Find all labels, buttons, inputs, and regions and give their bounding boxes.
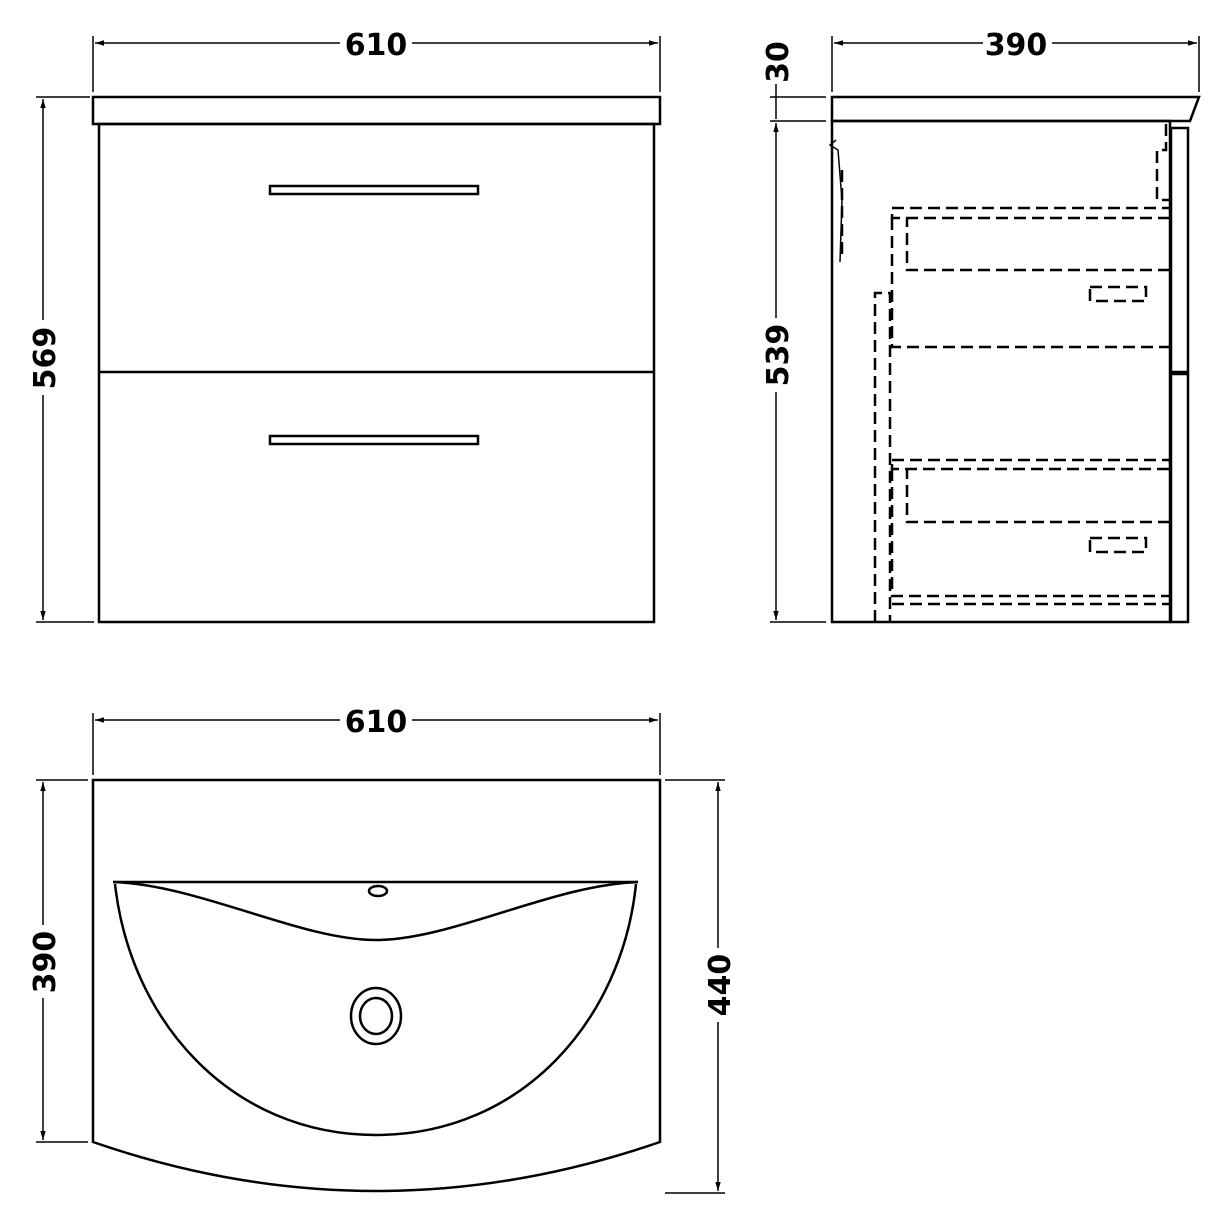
body-height-label: 539 bbox=[761, 324, 796, 387]
tap-hole-icon bbox=[367, 884, 389, 898]
worktop-side bbox=[830, 95, 1201, 123]
hidden-drawer-bottom-rim bbox=[890, 458, 1172, 471]
top-thickness-label: 30 bbox=[761, 41, 796, 83]
hidden-handle-top bbox=[1088, 285, 1148, 303]
hidden-drawer-top-box bbox=[890, 218, 1170, 349]
drain-outer-icon bbox=[349, 986, 403, 1046]
front-width-label: 610 bbox=[345, 28, 408, 63]
basin-outline bbox=[91, 778, 662, 1193]
plan-width-label: 610 bbox=[345, 705, 408, 740]
drawer-handle-top bbox=[268, 184, 480, 196]
side-view: 390 30 539 bbox=[761, 28, 1201, 624]
hidden-drawer-top-rim bbox=[890, 206, 1172, 220]
side-depth-label: 390 bbox=[985, 28, 1048, 63]
hidden-drawer-bottom-inner bbox=[905, 469, 1170, 524]
basin-deck-curve bbox=[112, 880, 639, 942]
hidden-drawer-bottom-box bbox=[890, 469, 1170, 598]
front-view: 610 569 bbox=[28, 28, 662, 624]
plan-view: 610 390 440 bbox=[28, 705, 738, 1194]
wall-bracket bbox=[828, 139, 843, 263]
drain-inner-icon bbox=[358, 996, 394, 1036]
plan-overall-depth-label: 440 bbox=[703, 954, 738, 1017]
hidden-drawer-top-inner bbox=[905, 218, 1170, 272]
worktop-front bbox=[91, 95, 662, 126]
cabinet-body-side bbox=[830, 119, 1172, 624]
basin-bowl bbox=[113, 883, 638, 1137]
hidden-runner bbox=[873, 291, 892, 622]
drawer-front-top bbox=[1169, 126, 1190, 374]
hidden-rail bbox=[1155, 124, 1170, 202]
drawer-front-bottom bbox=[1169, 372, 1190, 624]
hidden-handle-bottom bbox=[1088, 536, 1148, 554]
plan-depth-label: 390 bbox=[28, 931, 63, 994]
front-height-label: 569 bbox=[28, 327, 63, 390]
drawer-handle-bottom bbox=[268, 434, 480, 446]
